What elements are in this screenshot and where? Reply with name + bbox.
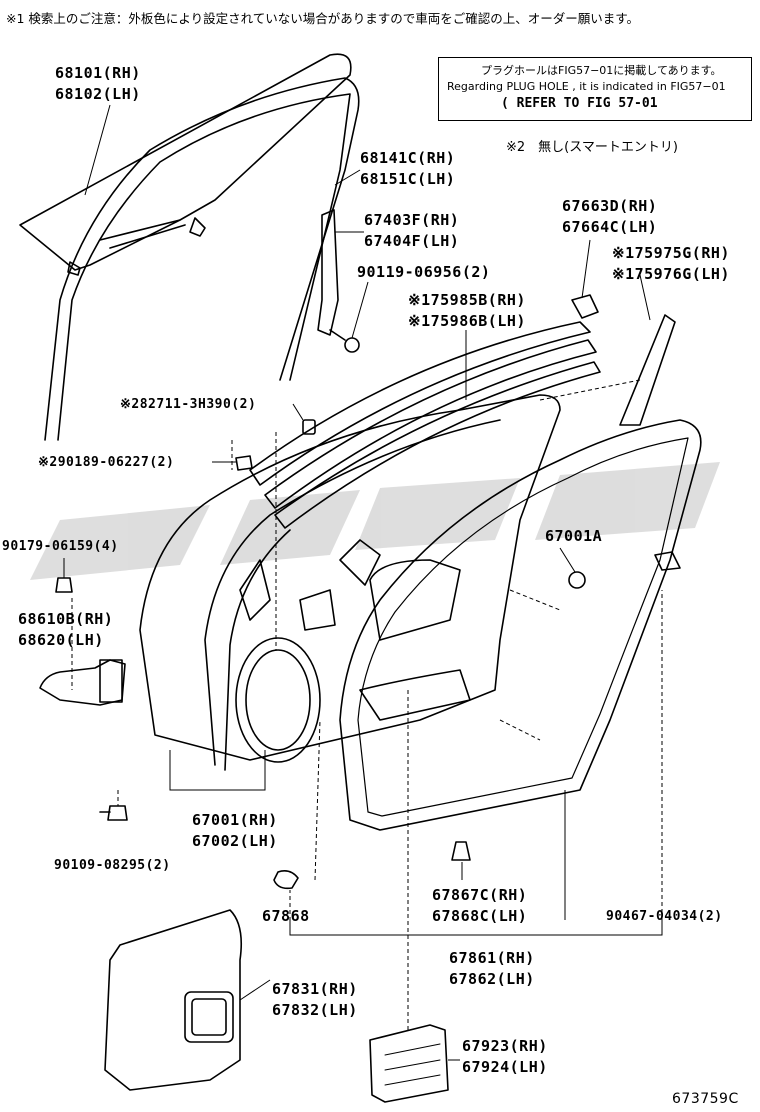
label-68141c: 68141C(RH): [360, 149, 456, 167]
label-67001a: 67001A: [545, 527, 603, 545]
label-67831: 67831(RH): [272, 980, 358, 998]
note-2: ※2 無し(スマートエントリ): [506, 140, 678, 155]
label-75986b: ※175986B(LH): [408, 312, 526, 330]
label-90189: ※290189-06227(2): [38, 455, 175, 470]
header-note: ※1 検索上のご注意：外板色により設定されていない場合がありますので車両をご確認…: [6, 11, 640, 26]
label-90467: 90467-04034(2): [606, 909, 723, 924]
label-82711: ※282711-3H390(2): [120, 397, 257, 412]
speaker-opening: [235, 637, 321, 763]
plug-box-line-1: プラグホールはFIG57−01に掲載してあります。: [481, 64, 722, 77]
label-67001: 67001(RH): [192, 811, 278, 829]
label-67404f: 67404F(LH): [364, 232, 460, 250]
watermark-logo: [30, 462, 720, 580]
door-hinge: [39, 659, 126, 706]
label-75975g: ※175975G(RH): [612, 244, 730, 262]
label-67923: 67923(RH): [462, 1037, 548, 1055]
belt-moulding: [249, 321, 591, 486]
label-67002: 67002(LH): [192, 832, 278, 850]
label-67862: 67862(LH): [449, 970, 535, 988]
label-68102: 68102(LH): [55, 85, 141, 103]
label-67867c: 67867C(RH): [432, 886, 528, 904]
label-68620: 68620(LH): [18, 631, 104, 649]
plug-box-line-3: ( REFER TO FIG 57-01: [501, 96, 658, 111]
frame-moulding: [619, 314, 676, 426]
label-67832: 67832(LH): [272, 1001, 358, 1019]
label-67663d: 67663D(RH): [562, 197, 658, 215]
label-75976g: ※175976G(LH): [612, 265, 730, 283]
plug-box-line-2: Regarding PLUG HOLE , it is indicated in…: [447, 80, 726, 93]
label-90179: 90179-06159(4): [2, 539, 119, 554]
label-67868c: 67868C(LH): [432, 907, 528, 925]
figure-code: 673759C: [672, 1091, 739, 1107]
label-68101: 68101(RH): [55, 64, 141, 82]
label-67924: 67924(LH): [462, 1058, 548, 1076]
label-90119: 90119-06956(2): [357, 263, 491, 281]
label-67664c: 67664C(LH): [562, 218, 658, 236]
glass-run-channel: [44, 77, 360, 441]
label-90109: 90109-08295(2): [54, 858, 171, 873]
label-68610b: 68610B(RH): [18, 610, 114, 628]
service-hole-cover: [104, 909, 243, 1091]
door-weatherstrip: [339, 419, 702, 831]
label-67403f: 67403F(RH): [364, 211, 460, 229]
door-panel-outer: [139, 394, 561, 761]
label-75985b: ※175985B(RH): [408, 291, 526, 309]
label-67868: 67868: [262, 907, 310, 925]
plug-hole-reference-box: プラグホールはFIG57−01に掲載してあります。 Regarding PLUG…: [438, 57, 752, 121]
division-bar: [317, 209, 339, 336]
door-pocket: [369, 1024, 449, 1103]
hinge-bolt: [55, 577, 73, 593]
label-68151c: 68151C(LH): [360, 170, 456, 188]
label-67861: 67861(RH): [449, 949, 535, 967]
